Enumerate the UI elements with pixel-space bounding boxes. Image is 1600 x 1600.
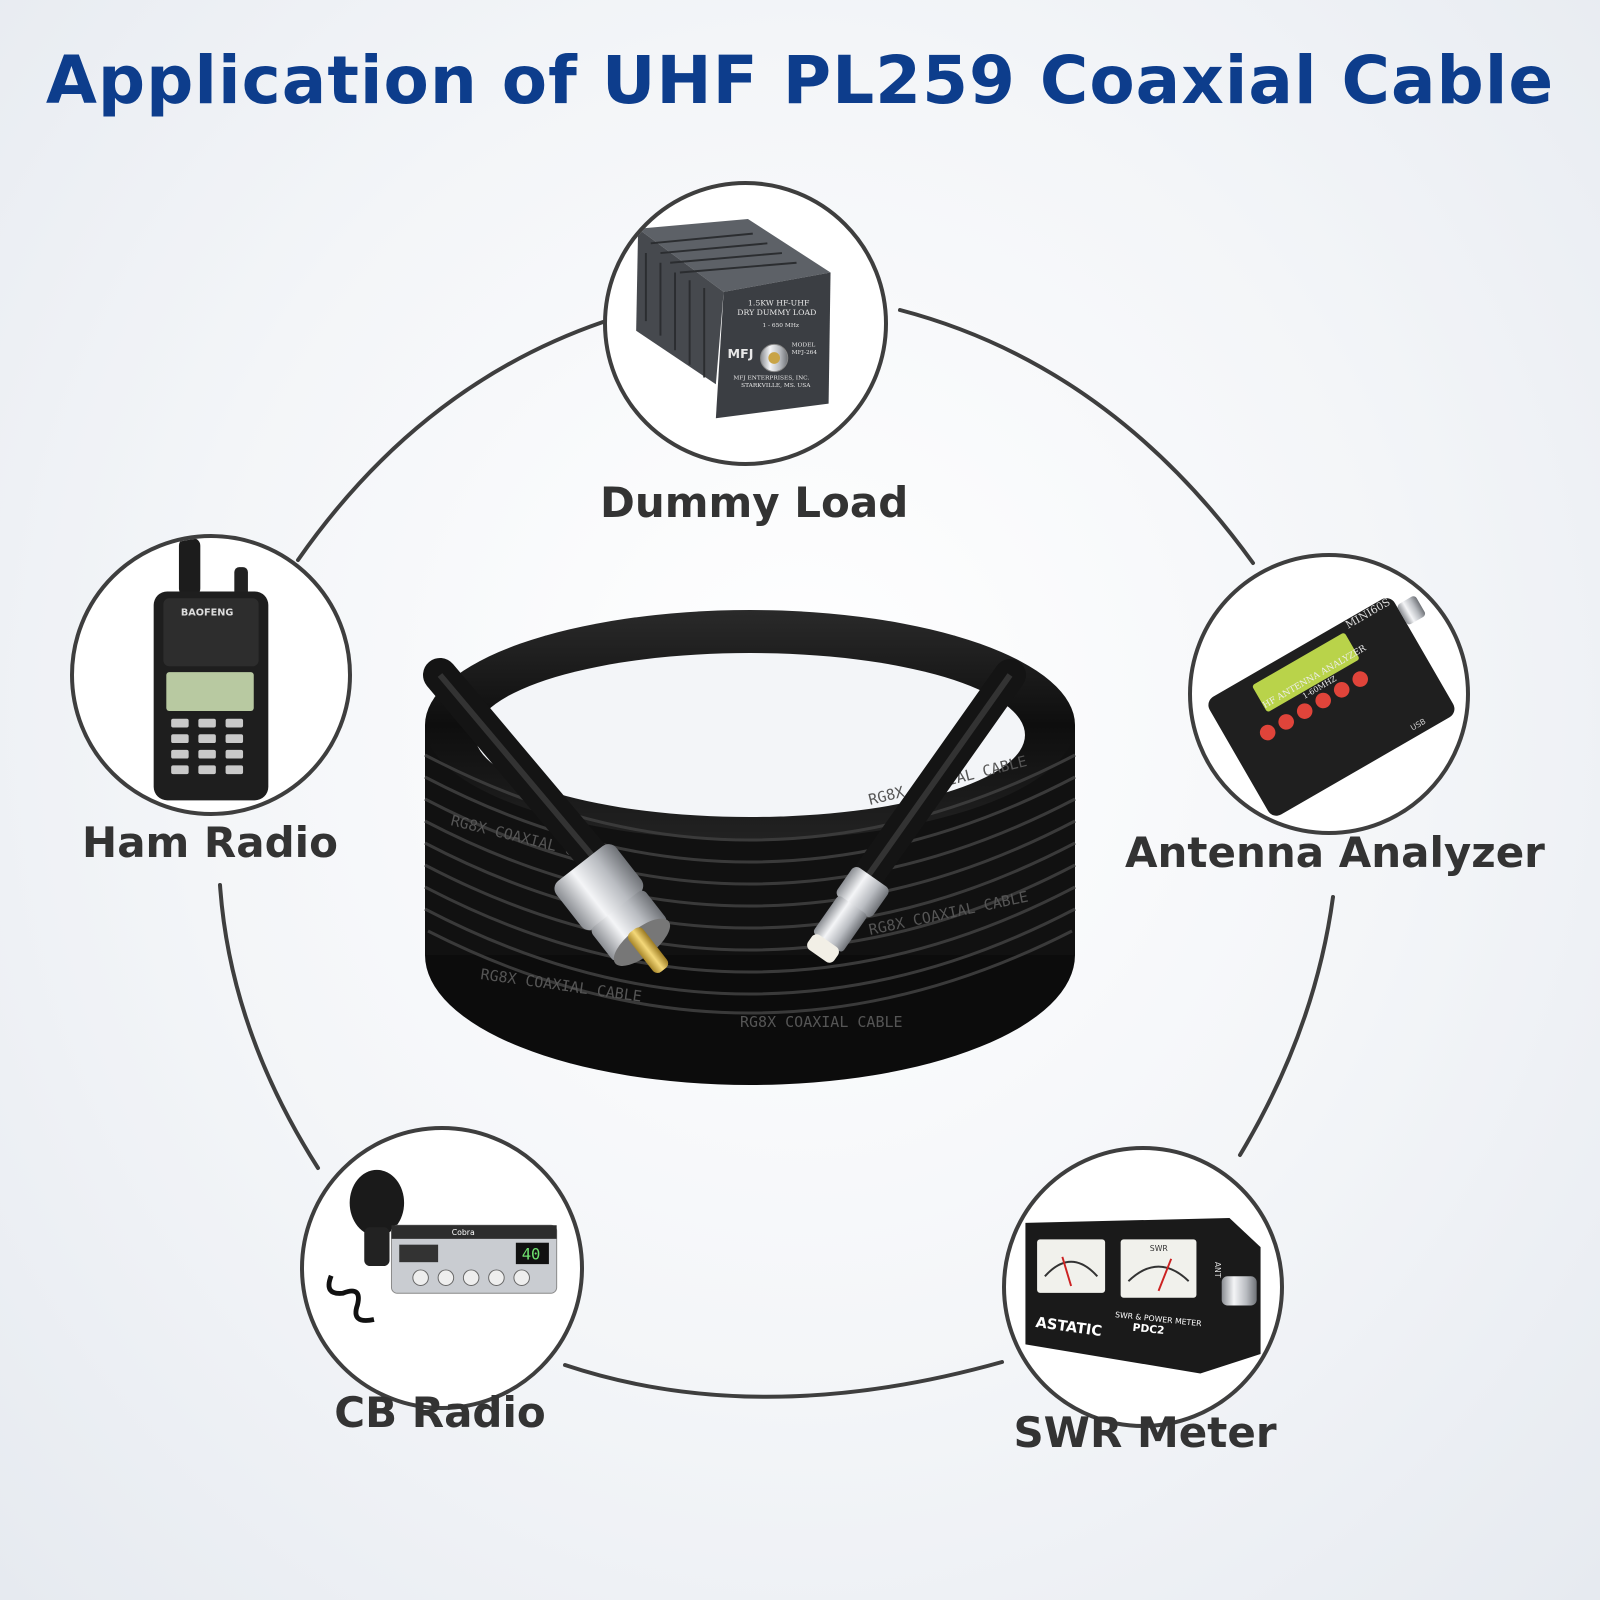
swr-side: ANT	[1213, 1262, 1222, 1278]
dummy-load-maker: MFJ ENTERPRISES, INC.	[733, 375, 809, 381]
page-title: Application of UHF PL259 Coaxial Cable	[45, 42, 1555, 119]
cb-radio-label: CB Radio	[334, 1388, 546, 1437]
cb-radio-node: Cobra 40	[300, 1126, 584, 1410]
dummy-load-text-1: 1.5KW HF-UHF	[748, 299, 810, 308]
swr-meter-node: SWR ASTATIC SWR & POWER METER PDC2 ANT	[1002, 1146, 1284, 1428]
swr-scale: SWR	[1150, 1244, 1169, 1253]
dummy-load-node: 1.5KW HF-UHF DRY DUMMY LOAD 1 - 650 MHz …	[603, 181, 888, 466]
cable-print-2: RG8X COAXIAL CABLE	[740, 1013, 903, 1031]
dummy-load-label: Dummy Load	[600, 478, 909, 527]
swr-model: PDC2	[1132, 1321, 1165, 1337]
dummy-load-text-2: DRY DUMMY LOAD	[737, 308, 816, 317]
ham-radio-node: BAOFENG	[70, 534, 352, 816]
dummy-load-icon: 1.5KW HF-UHF DRY DUMMY LOAD 1 - 650 MHz …	[636, 219, 831, 419]
ham-radio-label: Ham Radio	[82, 818, 338, 867]
dummy-load-brand: MFJ	[728, 346, 754, 361]
cb-radio-icon: Cobra 40	[326, 1169, 558, 1323]
antenna-analyzer-node: MINI60S HF ANTENNA ANALYZER 1-60MHZ USB	[1188, 553, 1470, 835]
swr-meter-label: SWR Meter	[1013, 1408, 1277, 1457]
dummy-load-city: STARKVILLE, MS. USA	[741, 383, 811, 389]
ham-radio-brand: BAOFENG	[181, 608, 234, 619]
cb-radio-channel: 40	[522, 1245, 541, 1263]
antenna-analyzer-icon: MINI60S HF ANTENNA ANALYZER 1-60MHZ USB	[1208, 595, 1455, 816]
cb-radio-brand: Cobra	[452, 1228, 475, 1237]
swr-meter-icon: SWR ASTATIC SWR & POWER METER PDC2 ANT	[1025, 1218, 1261, 1374]
walkie-talkie-icon: BAOFENG	[153, 538, 269, 801]
antenna-analyzer-label: Antenna Analyzer	[1125, 828, 1545, 877]
dummy-load-model: MFJ-264	[792, 350, 818, 356]
dummy-load-text-3: 1 - 650 MHz	[763, 323, 799, 329]
dummy-load-model-label: MODEL	[792, 342, 816, 348]
coaxial-cable-coil: RG8X COAXIAL CABLE RG8X COAXIAL CABLE RG…	[423, 610, 1076, 1085]
